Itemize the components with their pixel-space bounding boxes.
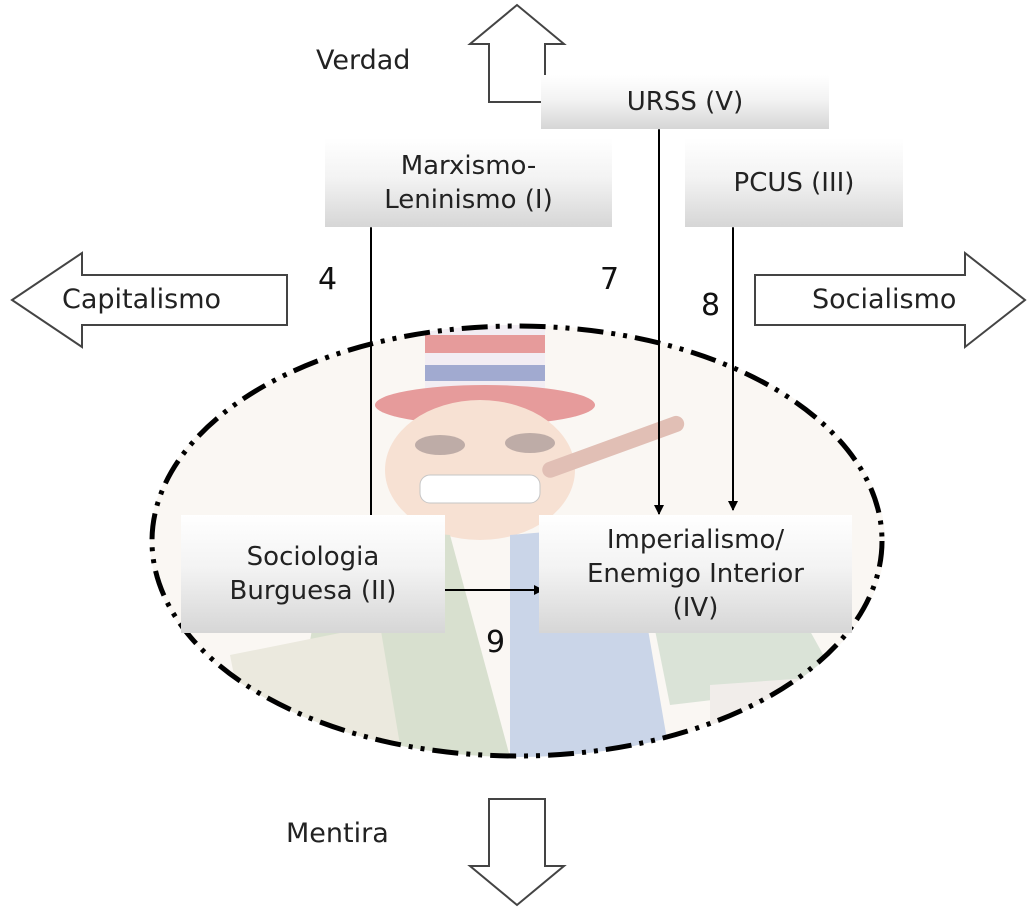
marxismo-leninismo-label: Marxismo- Leninismo (I) [384,149,552,217]
relation-number-9: 9 [486,625,505,660]
marxismo-leninismo-box: Marxismo- Leninismo (I) [325,138,612,227]
urss-box: URSS (V) [541,75,829,129]
sociologia-burguesa-box: Sociologia Burguesa (II) [181,515,445,633]
imperialismo-box: Imperialismo/ Enemigo Interior (IV) [539,515,852,633]
relation-number-8: 8 [701,288,720,323]
urss-box-label: URSS (V) [627,85,743,119]
pcus-label: PCUS (III) [734,166,855,200]
sociologia-burguesa-label: Sociologia Burguesa (II) [230,540,397,608]
relation-number-4: 4 [318,262,337,297]
mentira-label: Mentira [286,818,389,849]
verdad-label: Verdad [316,45,410,76]
pcus-box: PCUS (III) [685,138,903,227]
capitalismo-label: Capitalismo [62,284,221,315]
socialismo-label: Socialismo [812,284,956,315]
down-arrow-shape [470,799,564,905]
imperialismo-label: Imperialismo/ Enemigo Interior (IV) [587,523,804,625]
relation-number-7: 7 [600,262,619,297]
